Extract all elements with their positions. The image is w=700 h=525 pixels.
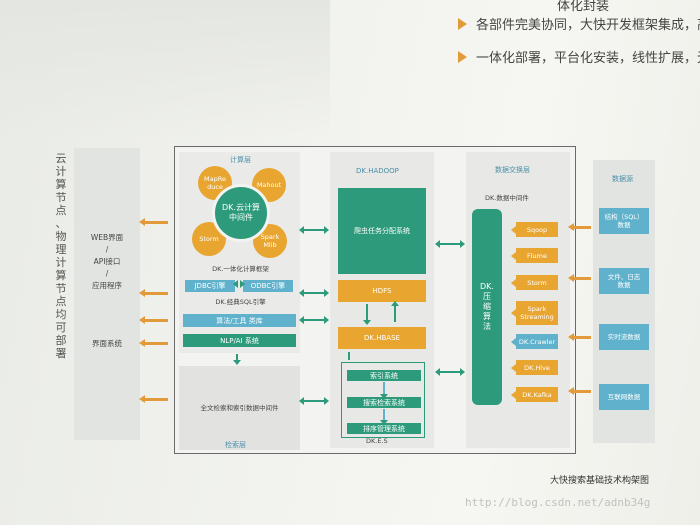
search-layer-title: 检索层	[225, 441, 246, 449]
arrow-to-app-1	[139, 218, 168, 226]
triangle-bullet-icon	[458, 18, 467, 30]
odbc-engine: ODBC引擎	[243, 280, 293, 292]
arrow-search-hadoop	[299, 397, 329, 405]
arrow-source-3	[568, 333, 591, 341]
blog-watermark: http://blog.csdn.net/adnb34g	[465, 496, 651, 509]
ui-system-label: 界面系统	[92, 339, 122, 348]
tool-sqoop: Sqoop	[511, 222, 558, 237]
fulltext-search-middleware: 全文检索和索引数据中间件	[200, 404, 279, 412]
cloud-compute-middleware-node: DK.云计算 中间件	[212, 184, 270, 242]
crawler-scheduler-system: 爬虫任务分配系统	[338, 188, 426, 274]
es-group	[341, 362, 425, 438]
arrow-hdfs-down	[363, 304, 371, 325]
es-caption: DK.E.S	[366, 437, 388, 445]
source-file-log: 文件、日志 数据	[599, 268, 649, 294]
left-vertical-label: 云 计 算 节 点 、 物 理 计 算 节 点 均 可 部 署	[55, 152, 67, 360]
arrow-to-app-4	[139, 339, 168, 347]
arrow-compute-to-search	[233, 354, 241, 365]
arrow-search-to-sort	[380, 409, 388, 425]
arrow-to-app-3	[139, 316, 168, 324]
exchange-subtitle: DK.数据中间件	[485, 194, 529, 202]
arrow-source-4	[568, 387, 591, 395]
arrow-source-2	[568, 274, 591, 282]
algorithm-library: 算法/工具 类库	[183, 314, 296, 327]
hbase-es-connector	[348, 352, 350, 360]
figure-caption: 大快搜索基础技术构架图	[550, 476, 650, 486]
arrow-hbase-up	[391, 301, 399, 322]
compression-algorithm: DK. 压 缩 算 法	[472, 209, 502, 405]
compute-framework-caption: DK.一体化计算框架	[212, 265, 269, 273]
hdfs-block: HDFS	[338, 280, 426, 302]
tool-spark-streaming: Spark Streaming	[511, 301, 558, 325]
arrow-compute-hadoop-3	[299, 316, 329, 324]
source-realtime-stream: 实时流数据	[599, 324, 649, 350]
arrow-index-to-search	[380, 382, 388, 399]
index-system: 索引系统	[347, 370, 421, 381]
nlp-ai-system: NLP/AI 系统	[183, 334, 296, 347]
arrow-to-app-5	[139, 395, 168, 403]
application-layer-panel	[74, 148, 140, 440]
exchange-title: 数据交换层	[495, 166, 530, 174]
sorting-management-system: 排序管理系统	[347, 423, 421, 434]
sql-engine-caption: DK.经典SQL引擎	[215, 298, 266, 306]
data-source-title: 数据源	[612, 175, 633, 183]
hadoop-title: DK.HADOOP	[356, 167, 399, 175]
tool-storm: Storm	[511, 275, 558, 290]
arrow-hadoop-exchange-2	[435, 368, 465, 376]
triangle-bullet-icon	[458, 51, 467, 63]
tool-dk-hive: DK.Hive	[511, 360, 558, 375]
page-shadow	[0, 0, 330, 140]
tool-flume: Flume	[511, 248, 558, 263]
partial-bullet-text: 体化封装	[557, 0, 610, 14]
bullet-deployment: 一体化部署，平台化安装，线性扩展，无缝	[458, 47, 700, 66]
arrow-to-app-2	[139, 289, 168, 297]
web-api-app-label: WEB界面 / API接口 / 应用程序	[90, 233, 124, 290]
arrow-source-1	[568, 223, 591, 231]
jdbc-engine: JDBC引擎	[185, 280, 235, 292]
search-retrieval-system: 搜索检索系统	[347, 397, 421, 408]
tool-dk-kafka: DK.Kafka	[511, 387, 558, 402]
arrow-hadoop-exchange-1	[435, 240, 465, 248]
search-layer-panel	[179, 366, 300, 450]
hbase-block: DK.HBASE	[338, 327, 426, 349]
source-internet: 互联网数据	[599, 384, 649, 410]
arrow-compute-hadoop-1	[299, 226, 329, 234]
arrow-compute-hadoop-2	[299, 289, 329, 297]
source-structured-sql: 结构（SQL） 数据	[599, 208, 649, 234]
compute-layer-title: 计算层	[230, 156, 251, 164]
bullet-collaboration: 各部件完美协同，大快开发框架集成，高效	[458, 14, 700, 33]
tool-dk-crawler: DK.Crawler	[511, 334, 558, 349]
